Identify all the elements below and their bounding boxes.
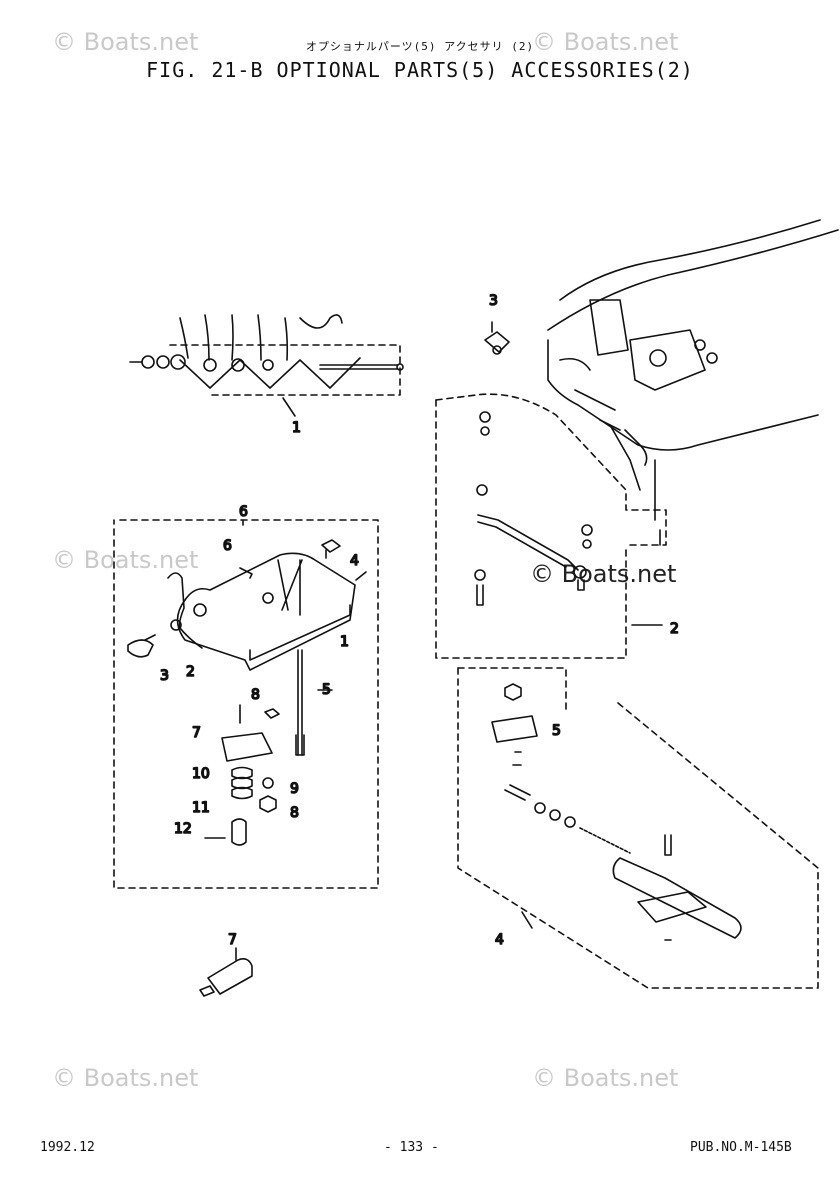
callout-8-lower: 8 bbox=[290, 805, 299, 821]
figure-title: FIG. 21-B OPTIONAL PARTS(5) ACCESSORIES(… bbox=[146, 58, 694, 82]
callout-group-6: 6 bbox=[239, 504, 248, 520]
watermark-mid-left: © Boats.net bbox=[52, 546, 199, 574]
watermark-top-right: © Boats.net bbox=[532, 28, 679, 56]
callout-2: 2 bbox=[186, 664, 195, 680]
callout-top-left-1: 1 bbox=[292, 420, 301, 436]
bottom-right-handle-assembly bbox=[457, 667, 819, 989]
footer-date: 1992.12 bbox=[40, 1140, 95, 1155]
title-japanese: オプショナルパーツ(5) アクセサリ (2) bbox=[305, 40, 535, 53]
footer-publication-number: PUB.NO.M-145B bbox=[690, 1140, 792, 1155]
callout-bottom-7: 7 bbox=[228, 932, 237, 948]
callout-9: 9 bbox=[290, 781, 299, 797]
callout-right-4: 4 bbox=[495, 932, 504, 948]
watermark-top-left: © Boats.net bbox=[52, 28, 199, 56]
top-right-bracket-assembly bbox=[435, 219, 839, 659]
watermark-bottom-left: © Boats.net bbox=[52, 1064, 199, 1092]
footer-page-number: - 133 - bbox=[384, 1140, 439, 1155]
callout-top-right-2: 2 bbox=[670, 621, 679, 637]
callout-top-right-3: 3 bbox=[489, 293, 498, 309]
callout-8-upper: 8 bbox=[251, 687, 260, 703]
bottom-left-part-7 bbox=[199, 947, 253, 997]
callout-10: 10 bbox=[192, 766, 210, 782]
top-left-bracket-assembly bbox=[129, 314, 404, 417]
watermark-center: © Boats.net bbox=[530, 560, 677, 588]
callout-right-5: 5 bbox=[552, 723, 561, 739]
callout-4: 4 bbox=[350, 553, 359, 569]
callout-5: 5 bbox=[322, 682, 331, 698]
callout-3: 3 bbox=[160, 668, 169, 684]
callout-11: 11 bbox=[192, 800, 210, 816]
callout-7: 7 bbox=[192, 725, 201, 741]
callout-1: 1 bbox=[340, 634, 349, 650]
middle-left-lever-assembly bbox=[113, 519, 379, 889]
watermark-bottom-right: © Boats.net bbox=[532, 1064, 679, 1092]
callout-6: 6 bbox=[223, 538, 232, 554]
callout-12: 12 bbox=[174, 821, 192, 837]
